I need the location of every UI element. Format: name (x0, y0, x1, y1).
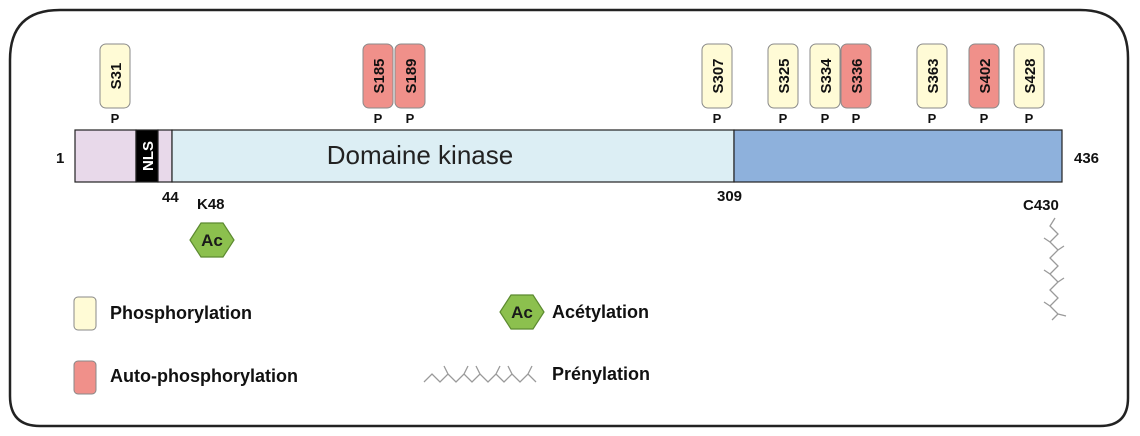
site-box (840, 43, 872, 109)
phospho-p-label: P (111, 111, 120, 126)
phospho-p-label: P (928, 111, 937, 126)
site-box (1013, 43, 1045, 109)
phospho-p-label: P (406, 111, 415, 126)
site-label: S307 (710, 58, 727, 93)
site-box (362, 43, 394, 109)
site-label: S334 (818, 58, 835, 94)
site-box (99, 43, 131, 109)
legend-acetyl-label: Acétylation (552, 302, 649, 322)
legend-phospho-label: Phosphorylation (110, 303, 252, 323)
legend-autophospho-swatch (73, 360, 97, 395)
site-box (701, 43, 733, 109)
c-terminal-segment (733, 129, 1063, 183)
acetylation-hexagon-icon: Ac (189, 222, 235, 258)
legend-prenyl-label: Prénylation (552, 364, 650, 384)
site-box (767, 43, 799, 109)
site-label: S336 (849, 58, 866, 93)
phospho-p-label: P (779, 111, 788, 126)
site-box (809, 43, 841, 109)
site-label: S325 (776, 58, 793, 93)
kinase-domain-segment (171, 129, 735, 183)
kinase-domain-label: Domaine kinase (327, 140, 513, 170)
site-label: S402 (977, 58, 994, 93)
protein-bar: NLS Domaine kinase (74, 129, 1063, 183)
site-markers: S31PS185PS189PS307PS325PS334PS336PS363PS… (99, 43, 1045, 126)
site-label: S363 (925, 58, 942, 93)
legend-prenyl-chain-icon (423, 365, 537, 383)
boundary-309-label: 309 (717, 188, 742, 205)
site-label: S189 (403, 58, 420, 93)
legend: Phosphorylation Auto-phosphorylation Ac … (73, 294, 650, 395)
phospho-p-label: P (821, 111, 830, 126)
phospho-p-label: P (1025, 111, 1034, 126)
n-terminal-segment (74, 129, 137, 183)
site-box (394, 43, 426, 109)
linker-segment (157, 129, 173, 183)
start-residue-label: 1 (56, 150, 64, 167)
acetylation-symbol: Ac (201, 231, 223, 250)
phospho-p-label: P (980, 111, 989, 126)
site-box (968, 43, 1000, 109)
phospho-p-label: P (713, 111, 722, 126)
phospho-p-label: P (852, 111, 861, 126)
site-label: S185 (371, 58, 388, 93)
phospho-p-label: P (374, 111, 383, 126)
prenylation-site-label: C430 (1023, 197, 1059, 214)
site-label: S31 (108, 63, 125, 90)
legend-acetyl-symbol: Ac (511, 303, 533, 322)
prenyl-chain-icon (1043, 217, 1067, 321)
end-residue-label: 436 (1074, 150, 1099, 167)
acetylation-site-label: K48 (197, 196, 225, 213)
nls-label: NLS (140, 141, 157, 171)
site-label: S428 (1022, 58, 1039, 93)
legend-acetyl-hexagon-icon: Ac (499, 294, 545, 330)
legend-autophospho-label: Auto-phosphorylation (110, 366, 298, 386)
diagram-frame (8, 8, 1130, 428)
legend-phospho-swatch (73, 296, 97, 331)
site-box (916, 43, 948, 109)
boundary-44-label: 44 (162, 189, 179, 206)
